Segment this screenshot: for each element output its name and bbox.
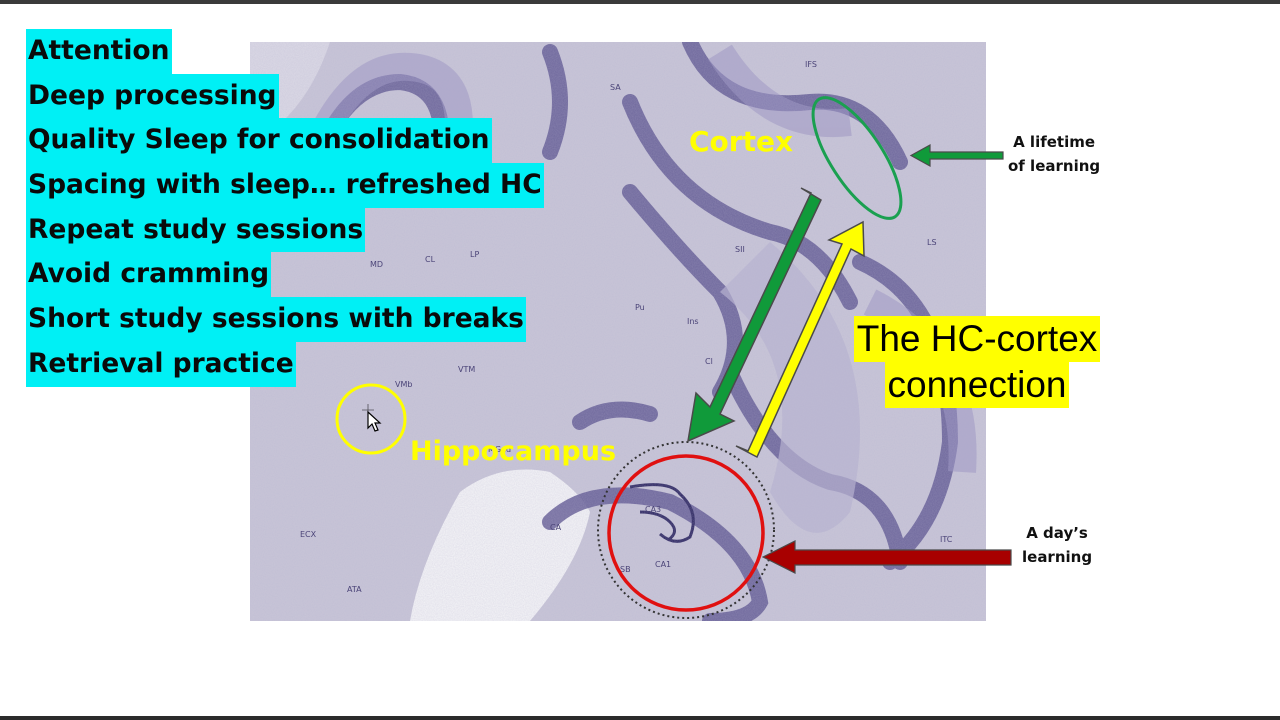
day-note-line2: learning (1022, 548, 1093, 566)
strategy-item: Short study sessions with breaks (26, 297, 526, 342)
cortex-label: Cortex (689, 125, 794, 158)
svg-text:Pu: Pu (635, 303, 645, 312)
strategy-item: Spacing with sleep… refreshed HC (26, 163, 544, 208)
connection-caption-line1: The HC-cortex (853, 316, 1101, 362)
svg-text:CA: CA (550, 523, 562, 532)
hippocampus-label: Hippocampus (410, 436, 617, 467)
lifetime-note-line1: A lifetime (1013, 133, 1096, 151)
day-note-line1: A day’s (1026, 524, 1088, 542)
svg-text:ITC: ITC (940, 535, 953, 544)
svg-text:CL: CL (425, 255, 436, 264)
svg-text:LP: LP (470, 250, 479, 259)
window-bottom-edge (0, 716, 1280, 720)
svg-text:MGad: MGad (488, 445, 511, 454)
svg-text:ECX: ECX (300, 530, 317, 539)
strategy-item: Attention (26, 29, 172, 74)
svg-text:Cl: Cl (705, 357, 713, 366)
svg-text:SII: SII (735, 245, 745, 254)
svg-text:MD: MD (370, 260, 383, 269)
strategy-item: Repeat study sessions (26, 207, 366, 253)
days-learning-note: A day’s learning (1022, 521, 1092, 569)
window-top-edge (0, 0, 1280, 4)
hc-cortex-connection-caption: The HC-cortex connection (842, 316, 1112, 408)
svg-text:VTM: VTM (458, 365, 475, 374)
connection-caption-line2: connection (884, 362, 1070, 408)
svg-text:SB: SB (620, 565, 631, 574)
strategy-item: Deep processing (26, 73, 279, 119)
svg-text:SA: SA (610, 83, 621, 92)
svg-text:IFS: IFS (805, 60, 817, 69)
strategy-item: Quality Sleep for consolidation (26, 118, 492, 164)
svg-text:Ins: Ins (687, 317, 699, 326)
lifetime-of-learning-note: A lifetime of learning (1008, 130, 1100, 178)
lifetime-note-line2: of learning (1008, 157, 1101, 175)
svg-text:CA1: CA1 (655, 560, 671, 569)
svg-text:CA3: CA3 (645, 505, 661, 514)
strategy-item: Retrieval practice (26, 341, 296, 387)
strategy-item: Avoid cramming (26, 252, 272, 298)
svg-text:ATA: ATA (347, 585, 362, 594)
svg-text:LS: LS (927, 238, 937, 247)
strategy-list: Attention Deep processing Quality Sleep … (26, 29, 544, 387)
